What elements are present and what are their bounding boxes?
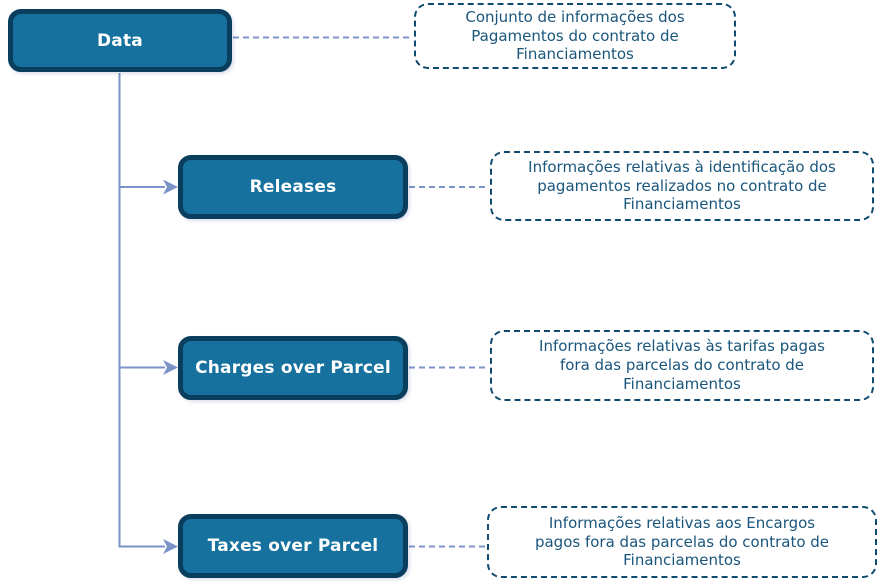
annotation-taxes: Informações relativas aos Encargos pagos… [487, 506, 877, 578]
node-data-label: Data [97, 30, 143, 51]
node-charges-over-parcel: Charges over Parcel [178, 336, 408, 400]
node-charges-over-parcel-label: Charges over Parcel [195, 358, 391, 378]
annotation-taxes-text: Informações relativas aos Encargos pagos… [534, 513, 830, 570]
arrowhead-releases-icon [163, 179, 178, 195]
annotation-data: Conjunto de informações dos Pagamentos d… [414, 3, 736, 69]
arrowhead-taxes-icon [163, 539, 178, 554]
annotation-releases: Informações relativas à identificação do… [490, 151, 874, 221]
annotation-charges-text: Informações relativas às tarifas pagas f… [539, 337, 825, 393]
node-releases: Releases [178, 155, 408, 219]
annotation-charges: Informações relativas às tarifas pagas f… [490, 330, 874, 401]
annotation-releases-text: Informações relativas à identificação do… [528, 157, 836, 214]
node-data: Data [8, 9, 232, 72]
arrowhead-charges-icon [163, 360, 178, 375]
node-releases-label: Releases [249, 177, 337, 197]
node-taxes-over-parcel-label: Taxes over Parcel [207, 536, 379, 556]
annotation-data-text: Conjunto de informações dos Pagamentos d… [465, 7, 685, 64]
node-taxes-over-parcel: Taxes over Parcel [178, 514, 408, 578]
